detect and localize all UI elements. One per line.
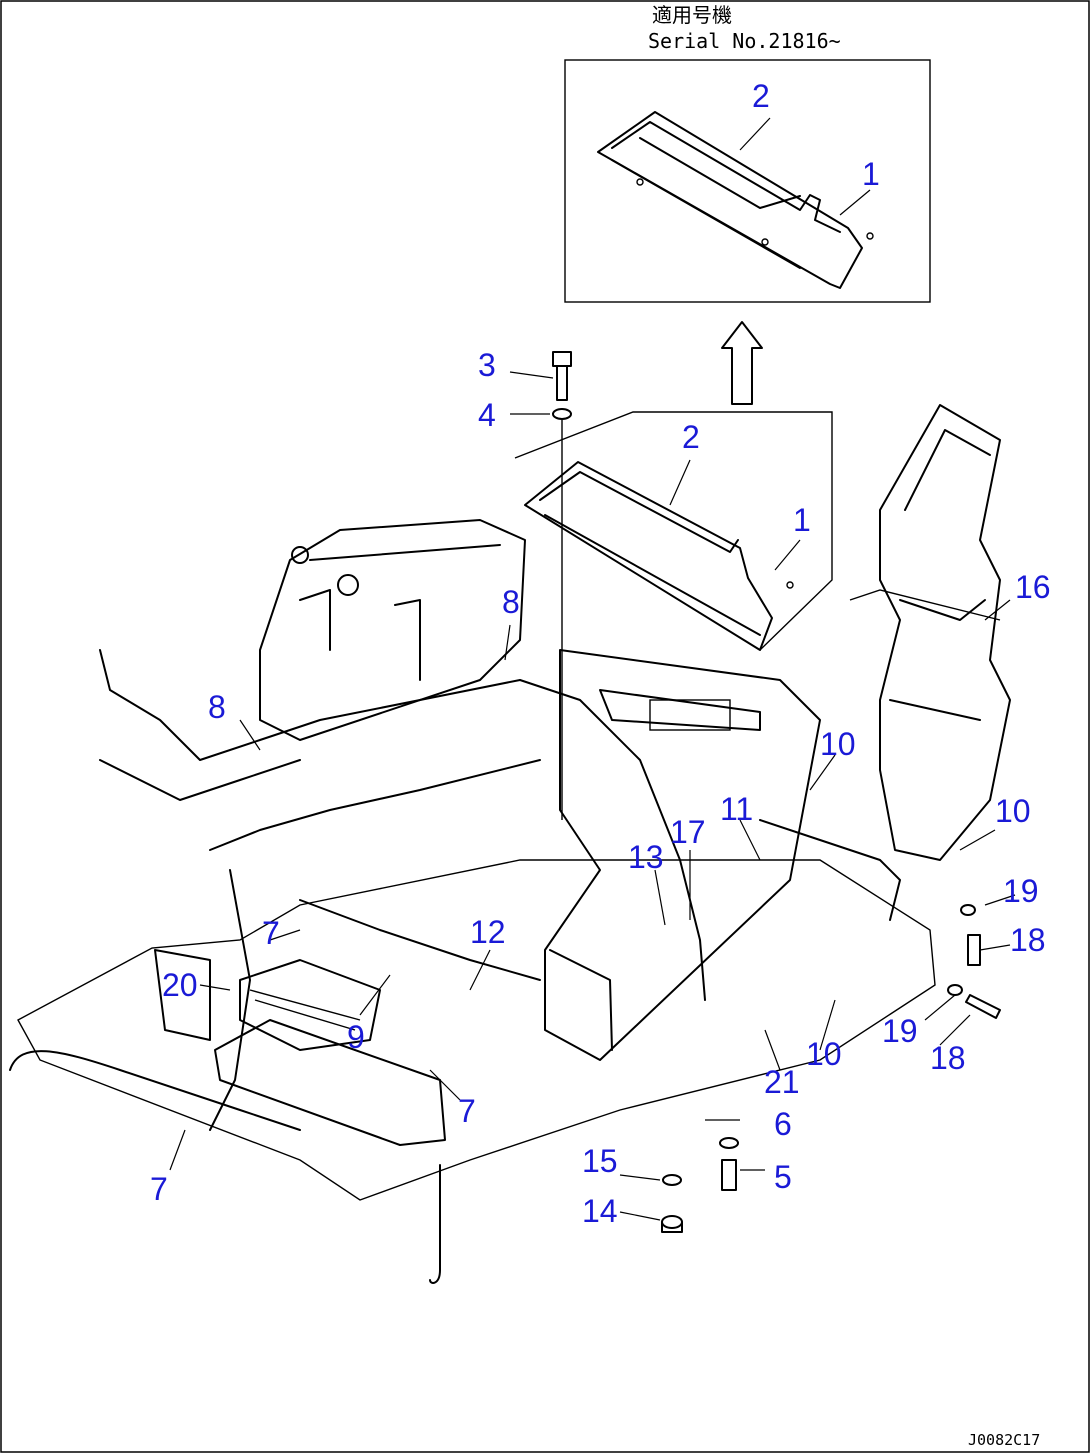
serial-number-label: Serial No.21816~ xyxy=(648,29,841,53)
callout-7-right: 7 xyxy=(458,1093,476,1129)
callout-16: 16 xyxy=(1015,569,1051,605)
callout-7-bottom: 7 xyxy=(150,1171,168,1207)
up-arrow xyxy=(721,321,763,405)
callout-2-inset: 2 xyxy=(752,78,770,114)
callout-19-bottom: 19 xyxy=(882,1013,918,1049)
callout-5: 5 xyxy=(774,1159,792,1195)
callout-18-bottom: 18 xyxy=(930,1040,966,1076)
callout-12: 12 xyxy=(470,914,506,950)
callout-9: 9 xyxy=(347,1019,365,1055)
callout-15: 15 xyxy=(582,1143,618,1179)
callout-17: 17 xyxy=(670,814,706,850)
callout-4: 4 xyxy=(478,397,496,433)
callout-1-inset: 1 xyxy=(862,156,880,192)
tank-body xyxy=(544,649,821,1061)
callout-21: 21 xyxy=(764,1064,800,1100)
callout-3: 3 xyxy=(478,347,496,383)
callout-7-top: 7 xyxy=(262,915,280,951)
floor-plate xyxy=(17,859,936,1201)
callout-8-right: 8 xyxy=(502,584,520,620)
callout-10-right: 10 xyxy=(995,793,1031,829)
callout-19-top: 19 xyxy=(1003,873,1039,909)
callout-labels: 2 1 3 4 2 1 8 8 16 10 11 17 13 10 19 18 … xyxy=(150,78,1051,1229)
callout-6: 6 xyxy=(774,1106,792,1142)
inset-box xyxy=(564,59,931,303)
cover-drawing xyxy=(524,461,794,651)
callout-1: 1 xyxy=(793,502,811,538)
right-cab-panel xyxy=(849,404,1011,861)
inset-cover-drawing xyxy=(597,111,874,289)
callout-8-left: 8 xyxy=(208,689,226,725)
wire-harness xyxy=(9,649,901,1284)
callout-20: 20 xyxy=(162,967,198,1003)
cover-bracket xyxy=(514,411,833,651)
callout-11: 11 xyxy=(720,791,753,827)
drawing-code: J0082C17 xyxy=(968,1431,1040,1449)
applicability-label: 適用号機 xyxy=(652,3,732,27)
callout-2: 2 xyxy=(682,419,700,455)
callout-18-top: 18 xyxy=(1010,922,1046,958)
callout-10-bottom: 10 xyxy=(806,1036,842,1072)
left-control-box xyxy=(259,519,526,741)
leader-lines xyxy=(169,117,1016,1221)
lower-console xyxy=(154,949,446,1146)
callout-10-top: 10 xyxy=(820,726,856,762)
bolt-3-drawing xyxy=(552,351,572,820)
callout-13: 13 xyxy=(628,839,664,875)
callout-14: 14 xyxy=(582,1193,618,1229)
